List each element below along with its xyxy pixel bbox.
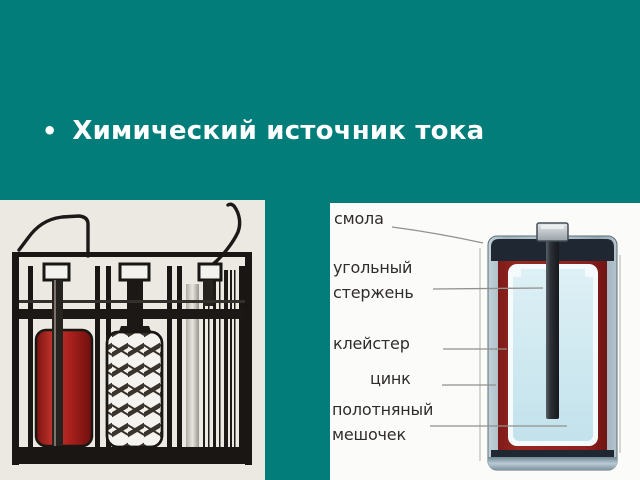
left-rod-highlight <box>54 280 56 446</box>
right-rod <box>203 280 213 306</box>
left-rod <box>52 280 63 446</box>
slide-title: • Химический источник тока <box>42 114 484 148</box>
label-resin: смола <box>334 209 384 228</box>
bottom-seal <box>491 450 614 460</box>
carbon-rod <box>546 239 559 419</box>
tank-wall-left <box>12 252 19 465</box>
galvanic-cell-figure <box>0 200 265 480</box>
plate-panel <box>186 284 199 448</box>
bullet-marker: • <box>42 117 58 145</box>
tank-bottom <box>12 447 252 464</box>
terminal-cap-highlight <box>541 225 564 229</box>
dry-cell-drawing <box>391 222 621 471</box>
tank-wall-right <box>245 252 252 465</box>
battery-base <box>488 457 617 470</box>
tank-rim <box>12 252 252 257</box>
galvanic-cell-drawing <box>0 200 265 480</box>
middle-rod <box>127 280 143 328</box>
liquid-level-bar <box>19 309 245 319</box>
paste-notch-left <box>513 269 521 277</box>
electrode-caps <box>42 262 223 282</box>
paste-notch-right <box>585 269 593 277</box>
label-zinc: цинк <box>370 369 411 388</box>
label-paste: клейстер <box>333 334 410 353</box>
right-wire <box>209 202 242 268</box>
leader-lines <box>391 226 567 427</box>
label-cloth-bag: полотняный мешочек <box>332 400 434 444</box>
label-carbon-rod: угольный стержень <box>333 258 414 302</box>
plate-stripes <box>203 270 236 448</box>
slide-title-text: Химический источник тока <box>72 116 485 146</box>
left-electrode-red <box>34 328 94 448</box>
dry-cell-figure: смола угольный стержень клейстер цинк по… <box>330 203 640 480</box>
liquid-level-thin <box>19 300 245 303</box>
left-wire <box>17 214 90 258</box>
zinc-spiral-hatch <box>105 330 164 449</box>
